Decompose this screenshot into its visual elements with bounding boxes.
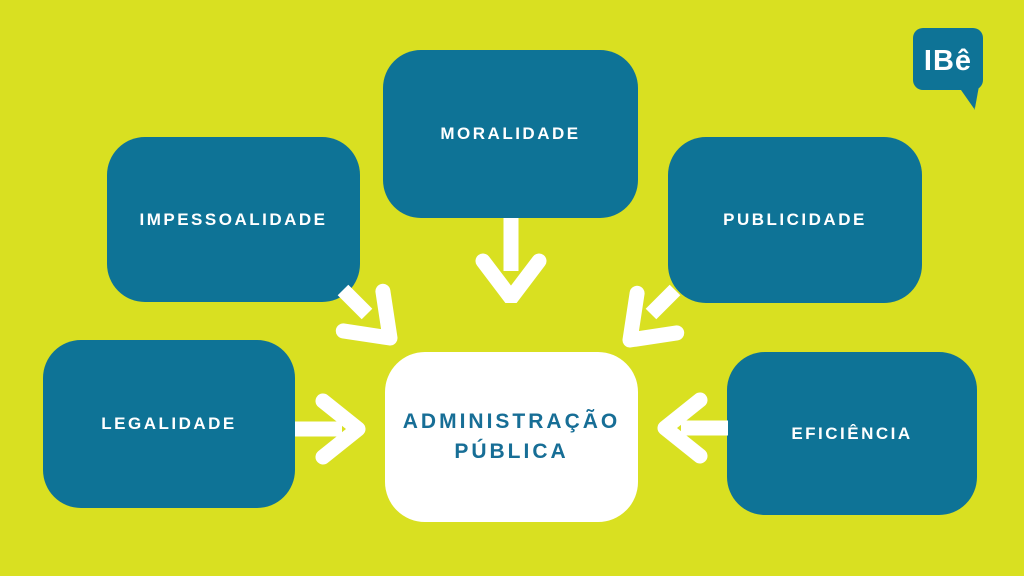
box-legalidade-label: LEGALIDADE [101, 414, 237, 433]
box-legalidade: LEGALIDADE [43, 340, 295, 508]
center-label-line1: ADMINISTRAÇÃO [402, 409, 621, 433]
box-impessoalidade-label: IMPESSOALIDADE [139, 209, 328, 229]
logo-speech-tail [959, 86, 979, 108]
box-publicidade-label: PUBLICIDADE [723, 210, 867, 229]
arrow-impessoalidade-down-right-icon [335, 283, 398, 346]
arrow-legalidade-right-icon [295, 393, 366, 465]
arrow-moralidade-down-icon [475, 218, 547, 303]
box-eficiencia-label: EFICIÊNCIA [791, 423, 913, 443]
logo-text: IBê [924, 45, 972, 77]
box-administracao-publica: ADMINISTRAÇÃO PÚBLICA [385, 352, 638, 522]
box-eficiencia: EFICIÊNCIA [727, 352, 977, 515]
ibe-logo: IBê [913, 28, 983, 110]
box-publicidade: PUBLICIDADE [668, 137, 922, 303]
box-moralidade: MORALIDADE [383, 50, 638, 218]
box-impessoalidade: IMPESSOALIDADE [107, 137, 360, 302]
center-label-line2: PÚBLICA [454, 440, 569, 463]
arrow-eficiencia-left-icon [657, 392, 728, 464]
arrow-publicidade-down-left-icon [622, 284, 685, 348]
box-moralidade-label: MORALIDADE [440, 124, 581, 143]
